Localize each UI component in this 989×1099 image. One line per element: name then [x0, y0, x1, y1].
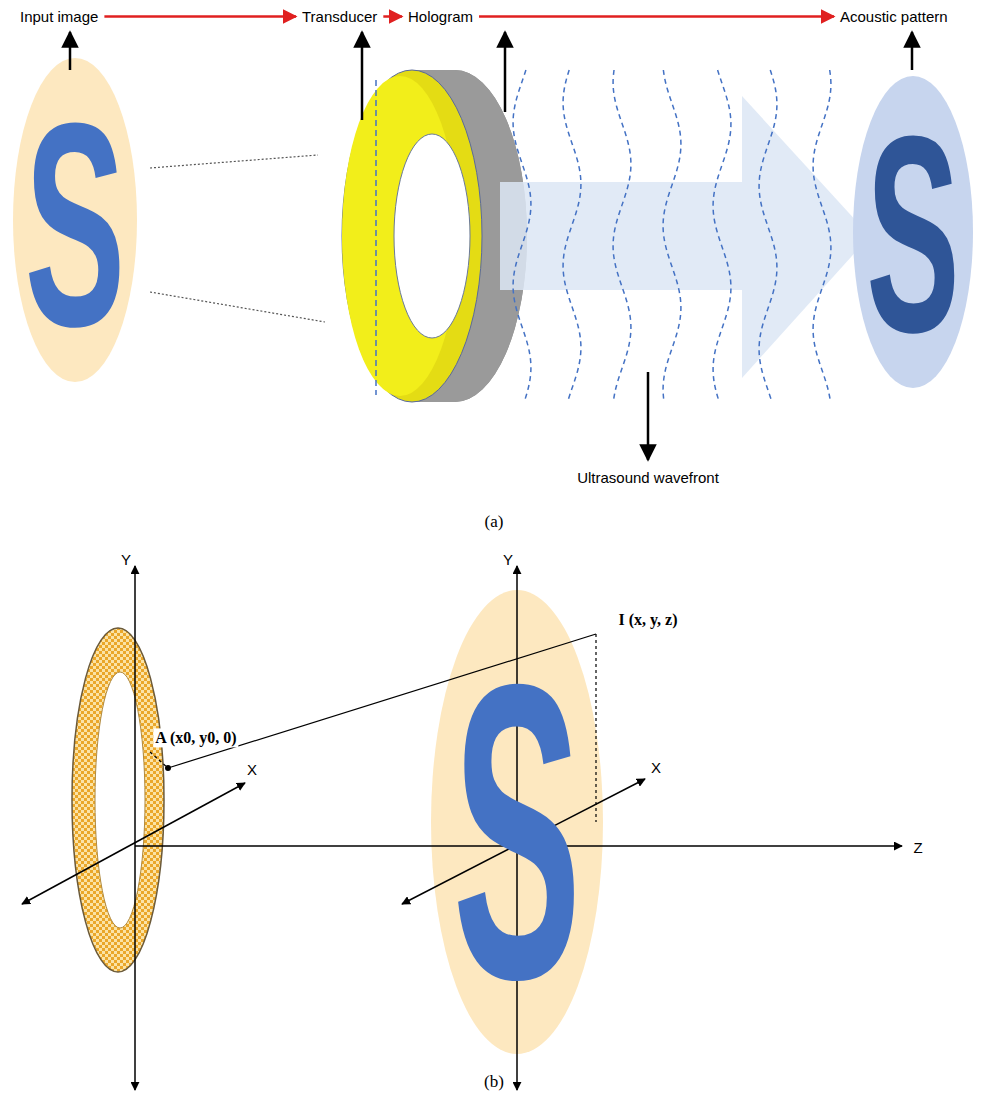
image-letter: S: [25, 79, 126, 369]
stage-name: Transducer: [302, 8, 377, 25]
stage-name: Hologram: [408, 8, 473, 25]
stage-name: Input image: [20, 8, 98, 25]
point-label: I (x, y, z): [616, 610, 679, 629]
flow-arrow: [104, 15, 296, 18]
caption-text: Ultrasound wavefront: [577, 469, 719, 487]
panel-label: (a): [485, 512, 504, 532]
propagation-arrow: [500, 96, 870, 378]
pointer-arrow: [69, 32, 72, 70]
image-plane: [431, 590, 603, 1054]
projection-line: [150, 292, 325, 322]
wavefront-line: [813, 70, 831, 400]
acoustic-pattern-ground: [853, 76, 973, 388]
y-axis: [134, 566, 136, 1090]
transducer-ring: [342, 70, 527, 402]
flow-arrow: [479, 15, 834, 18]
image-letter: S: [453, 622, 582, 1042]
axis-label: X: [651, 759, 661, 777]
wavefront-line: [613, 70, 631, 400]
wavefront-line: [759, 70, 777, 400]
point-label: A (x0, y0, 0): [153, 728, 238, 747]
projection-line: [595, 634, 596, 822]
projection-line: [150, 155, 318, 168]
stage-name: Acoustic pattern: [840, 8, 948, 25]
panel-label: (b): [484, 1072, 504, 1092]
pointer-arrow: [361, 32, 364, 120]
axis-label: Z: [913, 839, 922, 857]
acoustic-letter: S: [866, 94, 959, 374]
wavefront-line: [713, 70, 731, 400]
pointer-arrow: [504, 32, 507, 112]
stage-label: Hologram: [404, 6, 477, 27]
projection-line: [150, 752, 168, 768]
pointer-arrow: [911, 32, 914, 70]
axis-label: Y: [121, 551, 131, 569]
point-a: [165, 765, 171, 771]
wavefront-line: [563, 70, 581, 400]
flow-arrow: [383, 15, 402, 18]
stage-label: Input image: [16, 6, 102, 27]
axis-label: Y: [503, 551, 513, 569]
transducer-ring-b: [72, 628, 164, 972]
stage-label: Acoustic pattern: [836, 6, 952, 27]
ultrasound-wavefront: [513, 70, 831, 400]
input-image-ground: [13, 58, 137, 382]
x-axis: [22, 783, 245, 904]
pointer-arrow: [647, 372, 650, 460]
wavefront-line: [513, 70, 531, 400]
axis-label: X: [247, 761, 257, 779]
stage-label: Transducer: [298, 6, 381, 27]
wavefront-line: [663, 70, 681, 400]
